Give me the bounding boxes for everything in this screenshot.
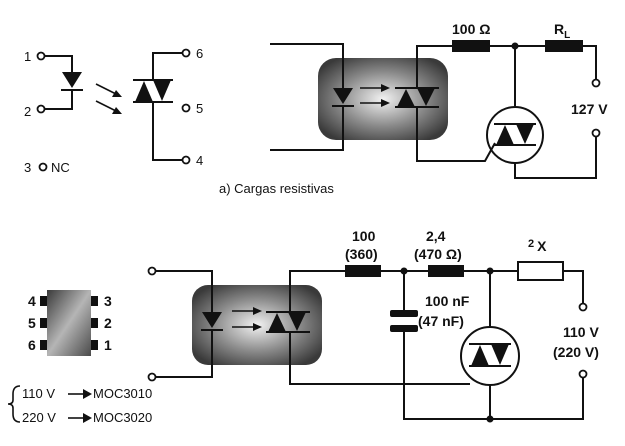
light-arrows-icon-b [232, 307, 262, 331]
triac-up-icon-a [397, 89, 415, 107]
r2-alt-value-label: (470 Ω) [414, 246, 462, 262]
circuit-a: 100 Ω RL 127 V a) Cargas resistivas [219, 21, 608, 196]
input-wire-top-a [270, 43, 344, 88]
opto-out-wire-gate-b [289, 332, 470, 385]
package-pin-right-2: 2 [104, 315, 112, 331]
chip-pin-3 [91, 296, 98, 306]
pin-4-label: 4 [196, 153, 203, 168]
terminal-bottom-b [578, 369, 588, 379]
triac-up-icon-b [268, 313, 286, 332]
input-wire-top-b [156, 270, 213, 312]
dip-package: 4 5 6 3 2 1 [28, 290, 112, 356]
legend-row2-voltage: 220 V [22, 410, 56, 425]
opto-out-wire-gate-a [416, 107, 496, 162]
power-triac-down-icon-b [491, 344, 509, 365]
r2-value-label: 2,4 [426, 228, 446, 244]
triac-down-icon-a [417, 88, 435, 106]
chip-pin-4 [40, 296, 47, 306]
power-triac-up-icon-b [471, 345, 489, 366]
load-b [517, 261, 564, 281]
pin-2-wire [44, 90, 73, 110]
chip-pin-1 [91, 340, 98, 350]
nc-label: NC [51, 160, 70, 175]
triac-up-icon [135, 81, 153, 102]
resistor-2k4-b [428, 265, 464, 277]
caption-a: a) Cargas resistivas [219, 181, 334, 196]
pin-4-wire [152, 102, 183, 161]
package-pin-left-1: 4 [28, 293, 36, 309]
cap-value-label: 100 nF [425, 293, 470, 309]
terminal-top-a [591, 78, 601, 88]
resistor-100-ohm-a [452, 40, 490, 52]
pin-5-terminal [181, 103, 191, 113]
capacitor-plate-bottom-b [390, 325, 418, 332]
pin-1-label: 1 [24, 49, 31, 64]
power-triac-a [486, 106, 544, 164]
power-triac-down-icon-a [516, 124, 534, 144]
power-triac-up-icon-a [496, 125, 514, 145]
optocoupler-package-a [318, 58, 448, 140]
package-pin-right-1: 3 [104, 293, 112, 309]
chip-body [47, 290, 91, 356]
light-arrows-icon [95, 83, 122, 114]
chip-pin-5 [40, 318, 47, 328]
load-resistor-a [545, 40, 583, 52]
input-wire-bottom-b [156, 330, 213, 378]
triac-down-icon-b [288, 312, 306, 331]
input-wire-bottom-a [270, 106, 344, 151]
terminal-bottom-a [591, 128, 601, 138]
triac-down-icon [153, 80, 171, 101]
opto-out-wire-top-b [289, 270, 345, 312]
package-pin-left-2: 5 [28, 315, 36, 331]
power-triac-b [460, 326, 520, 386]
terminal-top-b [578, 302, 588, 312]
cap-alt-value-label: (47 nF) [418, 313, 464, 329]
pin-1-terminal [36, 51, 46, 61]
part-legend: 110 V MOC3010 220 V MOC3020 [7, 385, 152, 425]
resistor-100-ohm-label: 100 Ω [452, 21, 490, 37]
pin-5-label: 5 [196, 101, 203, 116]
package-pin-right-3: 1 [104, 337, 112, 353]
legend-row2-part: MOC3020 [93, 410, 152, 425]
pin-6-wire [152, 52, 183, 80]
led-diode-icon [62, 72, 82, 88]
pin-4-terminal [181, 155, 191, 165]
pin-6-terminal [181, 48, 191, 58]
pin-1-wire [44, 55, 73, 72]
voltage-alt-label-b: (220 V) [553, 344, 599, 360]
chip-pin-6 [40, 340, 47, 350]
pin-6-label: 6 [196, 46, 203, 61]
r1-alt-value-label: (360) [345, 246, 378, 262]
legend-row1-voltage: 110 V [22, 386, 55, 401]
wire-return-a [514, 137, 597, 179]
wire-to-terminal-top-b [563, 270, 584, 303]
legend-row1-arrowhead [83, 389, 92, 399]
led-icon-a [333, 88, 353, 104]
pinout-symbol: 1 2 6 4 5 3 NC [24, 46, 203, 175]
opto-out-wire-top-a [416, 45, 452, 88]
voltage-label-a: 127 V [571, 101, 608, 117]
led-icon-b [202, 312, 222, 328]
light-arrows-icon-a [360, 84, 390, 107]
capacitor-plate-top-b [390, 310, 418, 317]
wire-to-terminal-top-a [583, 45, 597, 79]
voltage-label-b: 110 V [563, 324, 599, 340]
load-label-a: RL [554, 21, 570, 41]
input-terminal-bottom-b [147, 372, 157, 382]
legend-brace [7, 385, 21, 423]
chip-pin-2 [91, 318, 98, 328]
legend-row1-part: MOC3010 [93, 386, 152, 401]
resistor-100-b [345, 265, 381, 277]
pin-3-label: 3 [24, 160, 31, 175]
pin-2-label: 2 [24, 104, 31, 119]
legend-row2-arrowhead [83, 413, 92, 423]
input-terminal-top-b [147, 266, 157, 276]
package-pin-left-3: 6 [28, 337, 36, 353]
r1-value-label: 100 [352, 228, 376, 244]
pin-3-terminal [38, 162, 48, 172]
pin-2-terminal [36, 104, 46, 114]
